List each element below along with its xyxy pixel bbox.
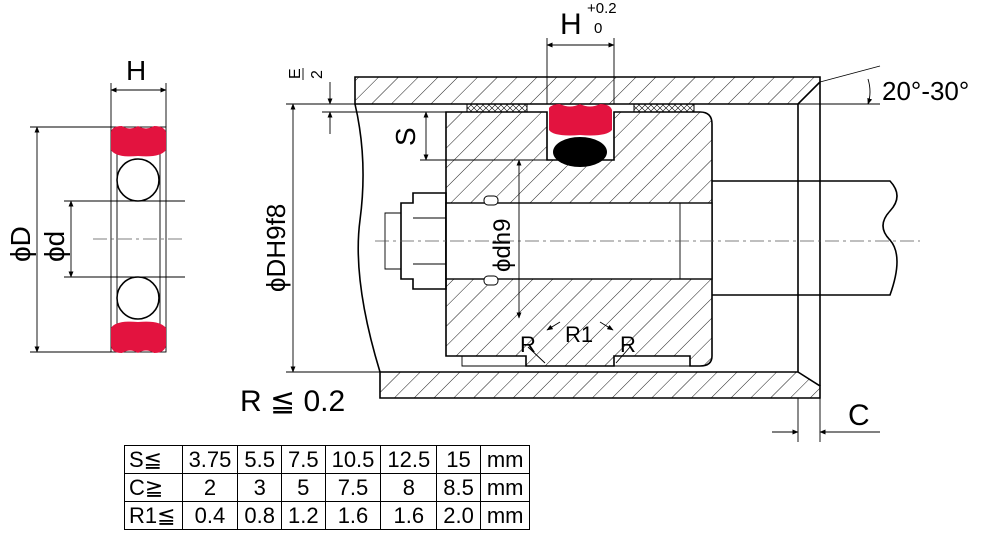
piston-rod bbox=[712, 180, 898, 296]
seal-in-groove-red bbox=[549, 104, 612, 136]
table-unit: mm bbox=[479, 501, 531, 530]
leader-R-right bbox=[615, 346, 631, 364]
leader-R1-left bbox=[546, 321, 561, 331]
oring-circle-top bbox=[116, 158, 160, 202]
label-R1: R1 bbox=[565, 322, 593, 347]
angle-arc bbox=[867, 78, 873, 105]
oring-circle-bottom bbox=[116, 276, 160, 320]
table-cell: 8.5 bbox=[436, 473, 481, 502]
table-cell: 3.75 bbox=[181, 445, 239, 474]
table-cell: 0.4 bbox=[181, 501, 239, 530]
label-R-right: R bbox=[620, 332, 636, 357]
leader-R1-right bbox=[599, 321, 614, 331]
label-phiDH9f8: ϕDH9f8 bbox=[261, 204, 291, 292]
label-E2-denominator: 2 bbox=[309, 70, 326, 79]
leader-R-left bbox=[527, 346, 546, 364]
table-cell: 1.6 bbox=[324, 501, 382, 530]
label-tolerance-zero: 0 bbox=[594, 20, 602, 37]
label-tolerance-plus: +0.2 bbox=[587, 0, 617, 17]
table-row-header: C≧ bbox=[124, 473, 183, 502]
label-angle: 20°-30° bbox=[882, 76, 969, 106]
table-row: S≦ 3.75 5.5 7.5 10.5 12.5 15 mm bbox=[124, 445, 531, 474]
seal-lip-bottom bbox=[111, 321, 166, 353]
table-cell: 2.0 bbox=[436, 501, 481, 530]
oring-in-groove-black bbox=[553, 137, 607, 167]
table-cell: 1.2 bbox=[280, 501, 326, 530]
table-row: R1≦ 0.4 0.8 1.2 1.6 1.6 2.0 mm bbox=[124, 501, 531, 530]
installation-section-view: H +0.2 0 E 2 S ϕDH9f8 ϕdh9 20°-30° R bbox=[240, 0, 969, 442]
label-C: C bbox=[848, 399, 870, 432]
label-R-left: R bbox=[520, 332, 536, 357]
table-cell: 1.6 bbox=[380, 501, 438, 530]
bore-wall-bottom bbox=[379, 371, 821, 399]
table-cell: 5 bbox=[280, 473, 326, 502]
table-unit: mm bbox=[479, 473, 531, 502]
label-E2-numerator: E bbox=[287, 68, 304, 79]
guide-ring-left bbox=[466, 103, 528, 113]
spec-table: S≦ 3.75 5.5 7.5 10.5 12.5 15 mm C≧ 2 3 5… bbox=[124, 445, 531, 530]
label-H-top: H bbox=[560, 8, 582, 41]
table-cell: 7.5 bbox=[324, 473, 382, 502]
table-row-header: R1≦ bbox=[124, 501, 183, 530]
rod-oring-bottom bbox=[483, 275, 499, 286]
table-cell: 0.8 bbox=[237, 501, 282, 530]
table-unit: mm bbox=[479, 445, 531, 474]
table-cell: 3 bbox=[237, 473, 282, 502]
rod-oring-top bbox=[483, 195, 499, 206]
table-cell: 2 bbox=[181, 473, 239, 502]
seal-lip-top bbox=[111, 126, 166, 157]
table-cell: 7.5 bbox=[280, 445, 326, 474]
table-row-header: S≦ bbox=[124, 445, 183, 474]
washer bbox=[384, 212, 402, 270]
housing-break-line bbox=[354, 103, 381, 373]
angle-leader bbox=[819, 65, 881, 83]
table-row: C≧ 2 3 5 7.5 8 8.5 mm bbox=[124, 473, 531, 502]
seal-ring-section-view: H ϕD ϕd bbox=[5, 55, 185, 353]
label-S: S bbox=[390, 127, 421, 146]
table-cell: 5.5 bbox=[237, 445, 282, 474]
label-phiD: ϕD bbox=[5, 226, 36, 262]
table-cell: 15 bbox=[436, 445, 481, 474]
table-cell: 10.5 bbox=[324, 445, 382, 474]
table-cell: 8 bbox=[380, 473, 438, 502]
hex-nut bbox=[400, 192, 447, 290]
bore-wall-top bbox=[354, 76, 821, 105]
label-phid: ϕd bbox=[39, 231, 70, 262]
label-R-max: R ≦ 0.2 bbox=[240, 385, 345, 418]
guide-ring-right bbox=[633, 103, 695, 113]
label-H-left: H bbox=[126, 55, 146, 86]
piston-bottom-steps bbox=[446, 355, 690, 367]
label-phidh9: ϕdh9 bbox=[489, 219, 516, 272]
table-cell: 12.5 bbox=[380, 445, 438, 474]
